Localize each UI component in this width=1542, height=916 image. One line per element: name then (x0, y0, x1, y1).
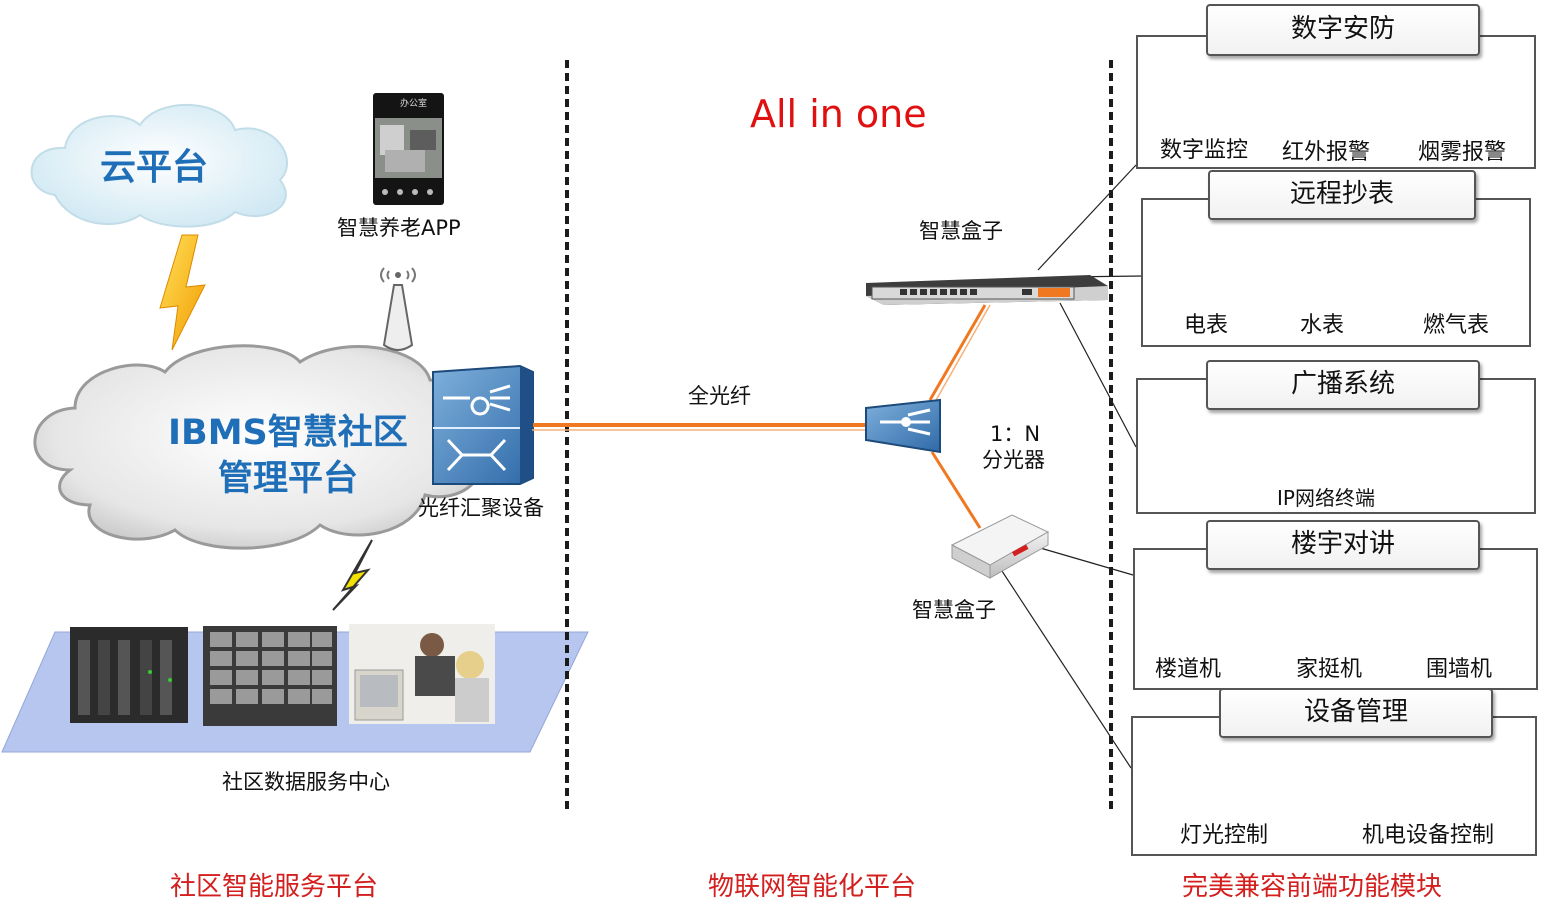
cloud-platform-title: 云平台 (100, 147, 209, 188)
cloud-platform-shape (30, 104, 288, 228)
module-security-title: 数字安防 (1206, 4, 1480, 56)
fiber-label: 全光纤 (688, 384, 751, 408)
aggregation-device-label: 光纤汇聚设备 (418, 496, 544, 520)
footer-iot-platform: 物联网智能化平台 (708, 872, 917, 902)
module-intercom-title: 楼宇对讲 (1206, 520, 1480, 570)
footer-community-platform: 社区智能服务平台 (170, 872, 379, 902)
optical-splitter-icon (865, 398, 941, 454)
module-meter-item: 电表 (1184, 313, 1229, 338)
module-security-item: 数字监控 (1160, 138, 1249, 163)
module-broadcast-title: 广播系统 (1206, 360, 1480, 410)
module-security-item: 红外报警 (1282, 140, 1371, 165)
splitter-ratio: 1：N (990, 422, 1041, 446)
smart-box-small-icon (950, 514, 1050, 579)
all-in-one-headline: All in one (750, 92, 927, 136)
wireless-ap-icon (380, 267, 416, 351)
module-meter-title: 远程抄表 (1208, 170, 1476, 220)
module-intercom (1133, 548, 1538, 690)
module-intercom-item: 围墙机 (1426, 657, 1493, 682)
module-equipment-item: 灯光控制 (1180, 823, 1269, 848)
module-meter (1141, 198, 1531, 347)
lightning-icon (159, 234, 206, 351)
app-screen-title: 办公室 (400, 99, 428, 109)
fiber-to-box-bottom (930, 451, 982, 529)
module-connectors (999, 164, 1144, 769)
fiber-to-box-top (928, 304, 987, 401)
phone-app-icon (373, 93, 444, 205)
fiber-aggregation-switch-icon (432, 364, 534, 485)
module-meter-item: 水表 (1300, 313, 1345, 338)
module-security (1136, 35, 1536, 169)
module-intercom-item: 家挺机 (1296, 657, 1363, 682)
smart-box-rack-icon (866, 275, 1108, 305)
datacenter-platform (1, 624, 589, 753)
module-equipment-item: 机电设备控制 (1362, 823, 1495, 848)
footer-frontend-modules: 完美兼容前端功能模块 (1182, 872, 1443, 902)
module-security-item: 烟雾报警 (1418, 140, 1507, 165)
module-meter-item: 燃气表 (1423, 313, 1490, 338)
datacenter-label: 社区数据服务中心 (222, 770, 390, 794)
smart-box-bottom-label: 智慧盒子 (912, 598, 996, 622)
module-intercom-item: 楼道机 (1155, 657, 1222, 682)
module-broadcast-item: IP网络终端 (1277, 486, 1375, 510)
wireless-link-icon (332, 539, 373, 611)
ibms-title-line2: 管理平台 (218, 459, 359, 499)
ibms-title-line1: IBMS智慧社区 (168, 413, 408, 453)
smart-box-top-label: 智慧盒子 (919, 219, 1003, 243)
module-equipment-title: 设备管理 (1219, 688, 1493, 738)
splitter-label: 分光器 (982, 448, 1045, 472)
elderly-app-label: 智慧养老APP (337, 216, 461, 240)
